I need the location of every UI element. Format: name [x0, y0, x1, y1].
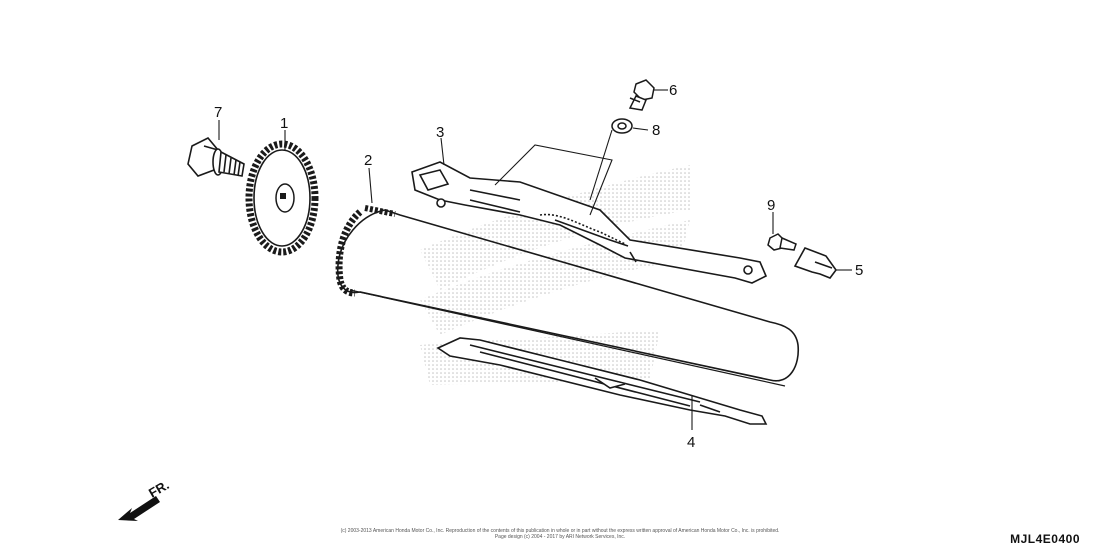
bolt-icon: [628, 79, 655, 111]
callout-3: 3: [436, 124, 444, 141]
callout-2: 2: [364, 152, 372, 169]
chain-tensioner-slider-icon: [411, 161, 768, 284]
callout-5: 5: [855, 262, 863, 279]
copyright-notice: (c) 2003-2013 American Honda Motor Co., …: [0, 528, 1120, 540]
copyright-line-2: Page design (c) 2004 - 2017 by ARI Netwo…: [494, 534, 626, 540]
callout-9: 9: [767, 197, 775, 214]
bracket-icon: [793, 247, 837, 279]
callout-4: 4: [687, 434, 695, 451]
callout-1: 1: [280, 115, 288, 132]
copyright-line-1: (c) 2003-2013 American Honda Motor Co., …: [340, 528, 780, 534]
chain-guide-icon: [436, 337, 768, 425]
leader-lines: [218, 89, 852, 430]
front-label: FR.: [146, 477, 172, 500]
cam-chain-icon: [335, 205, 799, 387]
washer-icon: [611, 118, 633, 134]
callout-8: 8: [652, 122, 660, 139]
flange-bolt-icon: [187, 137, 245, 177]
sprocket-icon: [245, 140, 319, 256]
callout-7: 7: [214, 104, 222, 121]
callout-6: 6: [669, 82, 677, 99]
diagram-code: MJL4E0400: [1010, 532, 1080, 546]
front-direction-arrow: FR.: [118, 477, 172, 521]
small-bolt-icon: [767, 233, 797, 251]
